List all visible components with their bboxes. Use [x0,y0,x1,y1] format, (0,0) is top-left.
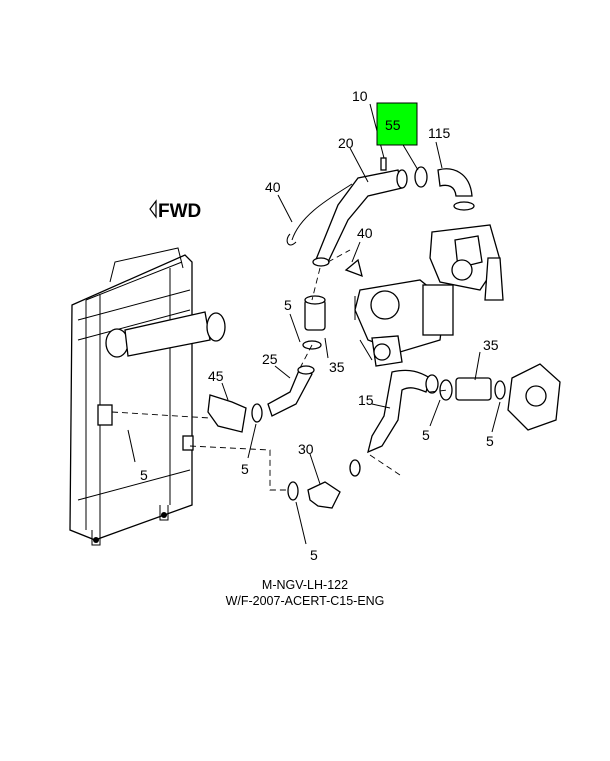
hose-35-upper [302,295,326,350]
callout-40-right: 40 [357,225,373,241]
thermostat-housing [507,363,561,431]
highlight-box [376,102,418,146]
callout-15: 15 [358,392,374,408]
clamp-55 [414,166,428,188]
callout-40-upper-left: 40 [265,179,281,195]
hose-35-lower [439,377,506,401]
hose-30 [287,459,361,509]
callout-5-middle: 5 [422,427,430,443]
fwd-arrow-icon [149,199,157,219]
hose-20 [312,157,408,267]
hose-25 [267,365,315,417]
callout-5-lower-left: 5 [241,461,249,477]
callout-115: 115 [428,125,451,141]
caption-line-1: M-NGV-LH-122 [261,578,349,592]
callout-30: 30 [298,441,314,457]
hose-45 [207,394,263,433]
callout-45: 45 [208,368,224,384]
pump-40-bracket [344,258,363,278]
callout-35-lower: 35 [483,337,499,353]
callout-20: 20 [338,135,354,151]
radiator-assembly [69,247,226,546]
callout-5-right: 5 [486,433,494,449]
callout-35-upper: 35 [329,359,345,375]
connection-lines [111,249,449,491]
elbow-115 [437,168,475,211]
hose-15 [367,369,439,454]
callout-5-left: 5 [140,467,148,483]
callout-10: 10 [352,88,368,104]
hose-40-left [286,183,353,246]
water-pump-assembly [429,224,504,301]
fwd-label: FWD [158,201,201,222]
callout-5-upper: 5 [284,297,292,313]
compressor-assembly [354,279,454,367]
callout-55: 55 [385,117,401,133]
callout-5-bottom: 5 [310,547,318,563]
caption-line-2: W/F-2007-ACERT-C15-ENG [225,594,385,608]
callout-25: 25 [262,351,278,367]
